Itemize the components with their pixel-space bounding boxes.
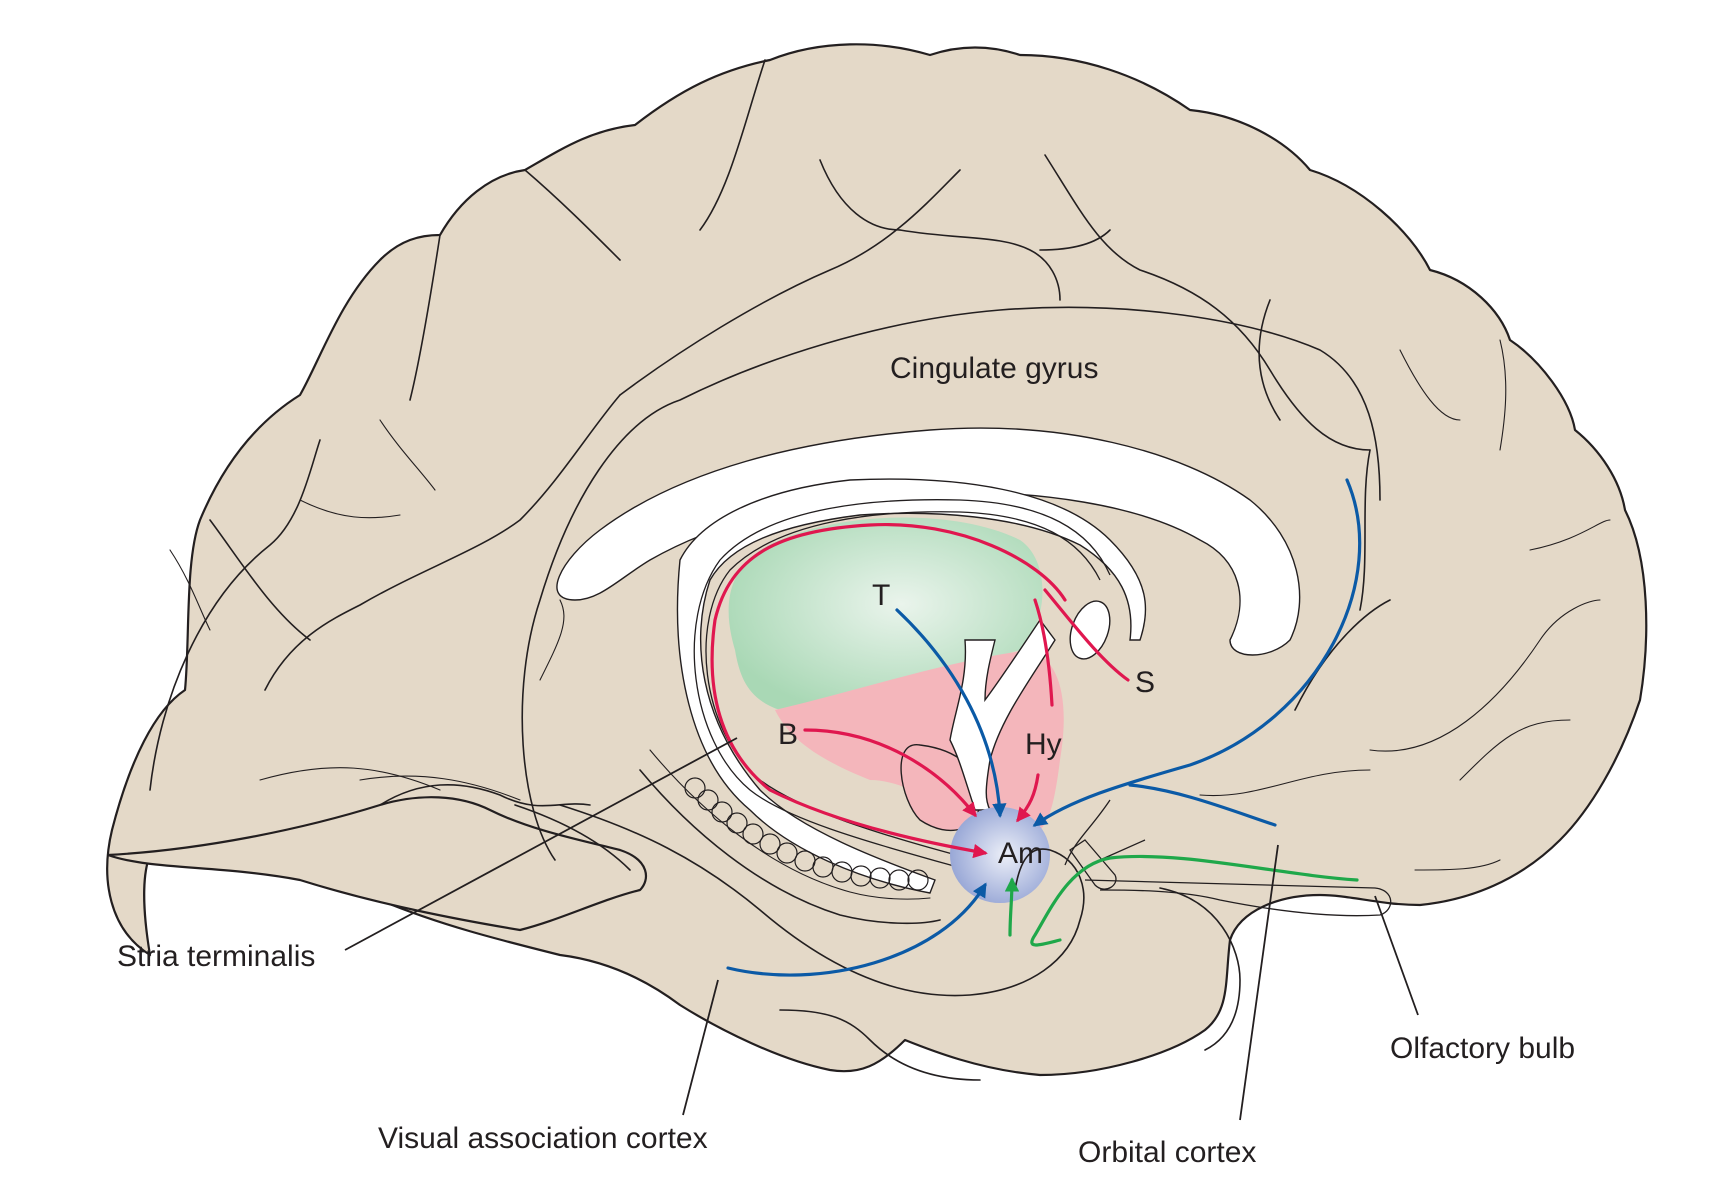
sulcus — [1499, 339, 1507, 451]
sulcus — [264, 394, 621, 691]
sulcus — [1039, 229, 1111, 251]
hippocampus-circle — [869, 867, 891, 889]
sulcus — [379, 419, 436, 491]
hippocampus-circle — [726, 812, 748, 834]
sulcus — [359, 775, 521, 801]
sulcus — [1258, 299, 1281, 421]
label-olfactory-bulb: Olfactory bulb — [1390, 1032, 1575, 1065]
sulcus — [524, 169, 621, 261]
hippocampus-circle — [742, 823, 764, 845]
sulcus — [169, 549, 211, 631]
temporal-contour — [779, 1009, 981, 1081]
label-septum: S — [1135, 666, 1155, 699]
temporal-contour — [559, 804, 1085, 997]
label-amygdala: Am — [998, 837, 1043, 870]
temporal-contour — [1159, 887, 1241, 1051]
pathway-visual-to-am — [726, 882, 987, 977]
hippocampus-circle — [776, 842, 798, 864]
anterior-commissure — [1069, 839, 1117, 890]
hippocampus-circles — [684, 777, 929, 891]
leader-orbital — [1239, 844, 1279, 1121]
temporal-contour — [514, 804, 631, 871]
sulcus — [1359, 449, 1371, 611]
sulcus — [1294, 599, 1391, 711]
sulcus — [299, 499, 401, 519]
optic-contour — [1064, 799, 1146, 866]
sulcus — [819, 159, 901, 231]
leader-olfactory — [1374, 895, 1419, 1016]
sulcus — [1199, 769, 1371, 797]
sulcus — [539, 599, 565, 681]
sulcus — [409, 234, 441, 401]
sulcus — [1044, 154, 1371, 451]
label-visual-association-cortex: Visual association cortex — [378, 1122, 708, 1155]
hippocampus-circle — [759, 833, 781, 855]
pathway-hy-to-am — [1016, 773, 1040, 823]
hippocampus-outline — [649, 749, 931, 900]
pathway-olfactory-to-am — [1010, 854, 1359, 947]
hippocampus-circle — [850, 865, 872, 887]
sulcus — [1369, 599, 1601, 752]
pathway-b-to-am — [803, 728, 977, 818]
sulcus — [699, 59, 766, 231]
hippocampus-circle — [888, 869, 910, 891]
label-brainstem: B — [778, 718, 798, 751]
pathway-orbital-branch — [1128, 783, 1277, 827]
fornix — [676, 478, 1147, 894]
cingulate-sulcus — [521, 306, 1381, 861]
stria-outline — [693, 499, 1111, 873]
leader-stria — [344, 737, 738, 951]
sulcus — [209, 519, 311, 641]
pathway-hy-top — [1033, 598, 1054, 707]
label-hypothalamus: Hy — [1025, 728, 1062, 761]
label-cingulate-gyrus: Cingulate gyrus — [890, 352, 1098, 385]
sulcus — [379, 783, 591, 807]
sulcus — [149, 439, 321, 791]
fornix-column — [949, 618, 1056, 811]
leader-visual — [682, 979, 719, 1116]
sulcus — [259, 767, 441, 791]
pathway-t-to-am — [895, 608, 1007, 818]
sulcus — [1399, 349, 1461, 421]
hippocampus-circle — [907, 869, 929, 891]
olfactory-tract — [1084, 879, 1392, 917]
pathway-stria-to-am — [710, 522, 1067, 859]
sulcus — [899, 229, 1061, 301]
sulcus — [1459, 719, 1571, 781]
pathway-orbital-to-am — [1032, 478, 1362, 827]
label-orbital-cortex: Orbital cortex — [1078, 1136, 1256, 1169]
occipital-lobe — [106, 796, 648, 932]
pathway-s — [1043, 588, 1130, 682]
sulcus — [619, 169, 961, 396]
label-stria-terminalis: Stria terminalis — [117, 940, 315, 973]
sulcus — [1529, 519, 1611, 551]
hippocampus-outline — [639, 769, 941, 925]
sulcus — [1414, 859, 1501, 871]
label-thalamus: T — [872, 579, 890, 612]
